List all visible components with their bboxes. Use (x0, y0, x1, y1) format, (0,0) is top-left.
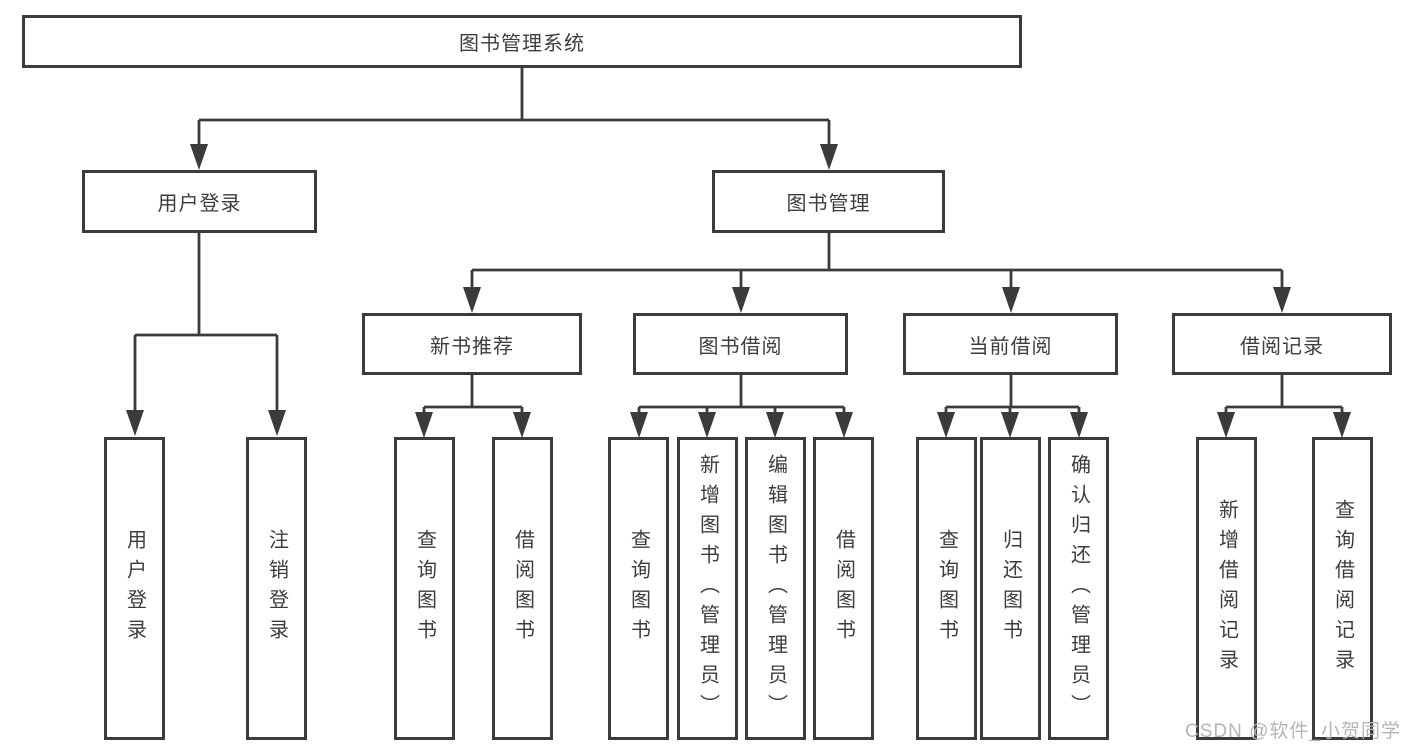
arrowhead (630, 412, 648, 438)
arrowhead (1002, 287, 1020, 313)
arrowhead (190, 144, 208, 170)
arrowhead (820, 144, 838, 170)
arrowhead (463, 287, 481, 313)
leaf-logout: 注销登录 (246, 437, 307, 740)
arrowhead (1217, 412, 1235, 438)
arrowhead (415, 412, 433, 438)
node-borrow-records: 借阅记录 (1172, 313, 1392, 375)
node-current-borrow: 当前借阅 (903, 313, 1118, 375)
arrowhead (732, 287, 750, 313)
arrowhead (126, 410, 144, 436)
leaf-current-confirm-return-admin: 确认归还（管理员） (1048, 437, 1109, 740)
node-label: 图书管理 (786, 193, 871, 215)
leaf-borrow-add-books-admin: 新增图书（管理员） (677, 437, 738, 740)
leaf-borrow-edit-books-admin: 编辑图书（管理员） (745, 437, 806, 740)
node-new-book-recommend: 新书推荐 (362, 313, 582, 375)
node-label: 确认归还（管理员） (1067, 453, 1090, 724)
leaf-current-query-books: 查询图书 (916, 437, 977, 740)
arrowhead (698, 412, 716, 438)
node-book-management: 图书管理 (712, 170, 945, 233)
leaf-borrow-borrow-books: 借阅图书 (813, 437, 874, 740)
node-label: 查询图书 (935, 528, 958, 649)
node-book-borrow: 图书借阅 (633, 313, 848, 375)
node-label: 借阅记录 (1240, 335, 1324, 358)
node-user-login: 用户登录 (82, 170, 317, 233)
node-label: 图书借阅 (698, 335, 783, 358)
node-label: 当前借阅 (968, 335, 1053, 358)
arrowhead (268, 410, 286, 436)
leaf-recommend-borrow-books: 借阅图书 (492, 437, 553, 740)
arrowhead (766, 412, 784, 438)
leaf-current-return-books: 归还图书 (980, 437, 1041, 740)
node-label: 编辑图书（管理员） (764, 453, 787, 724)
node-label: 注销登录 (265, 528, 288, 649)
node-label: 新增借阅记录 (1215, 498, 1238, 679)
node-label: 用户登录 (123, 528, 146, 649)
arrowhead (835, 412, 853, 438)
arrowhead (937, 412, 955, 438)
arrowhead (1273, 287, 1291, 313)
leaf-recommend-query-books: 查询图书 (394, 437, 455, 740)
node-label: 查询图书 (413, 528, 436, 649)
node-label: 查询图书 (627, 528, 650, 649)
node-label: 新书推荐 (430, 335, 514, 358)
node-label: 借阅图书 (511, 528, 534, 649)
node-label: 图书管理系统 (459, 33, 585, 55)
connector-lines (133, 68, 1344, 414)
arrowhead (1070, 412, 1088, 438)
leaf-borrow-query-books: 查询图书 (608, 437, 669, 740)
leaf-records-add-record: 新增借阅记录 (1196, 437, 1257, 740)
leaf-records-query-record: 查询借阅记录 (1312, 437, 1373, 740)
node-label: 新增图书（管理员） (696, 453, 719, 724)
node-label: 查询借阅记录 (1331, 498, 1354, 679)
node-library-management-system: 图书管理系统 (22, 15, 1022, 68)
arrowhead (513, 412, 531, 438)
leaf-user-login: 用户登录 (104, 437, 165, 740)
arrowhead (1001, 412, 1019, 438)
node-label: 借阅图书 (832, 528, 855, 649)
csdn-watermark: CSDN @软件_小贺同学 (1185, 721, 1401, 742)
node-label: 用户登录 (157, 193, 242, 215)
node-label: 归还图书 (999, 528, 1022, 649)
arrowhead (1333, 412, 1351, 438)
